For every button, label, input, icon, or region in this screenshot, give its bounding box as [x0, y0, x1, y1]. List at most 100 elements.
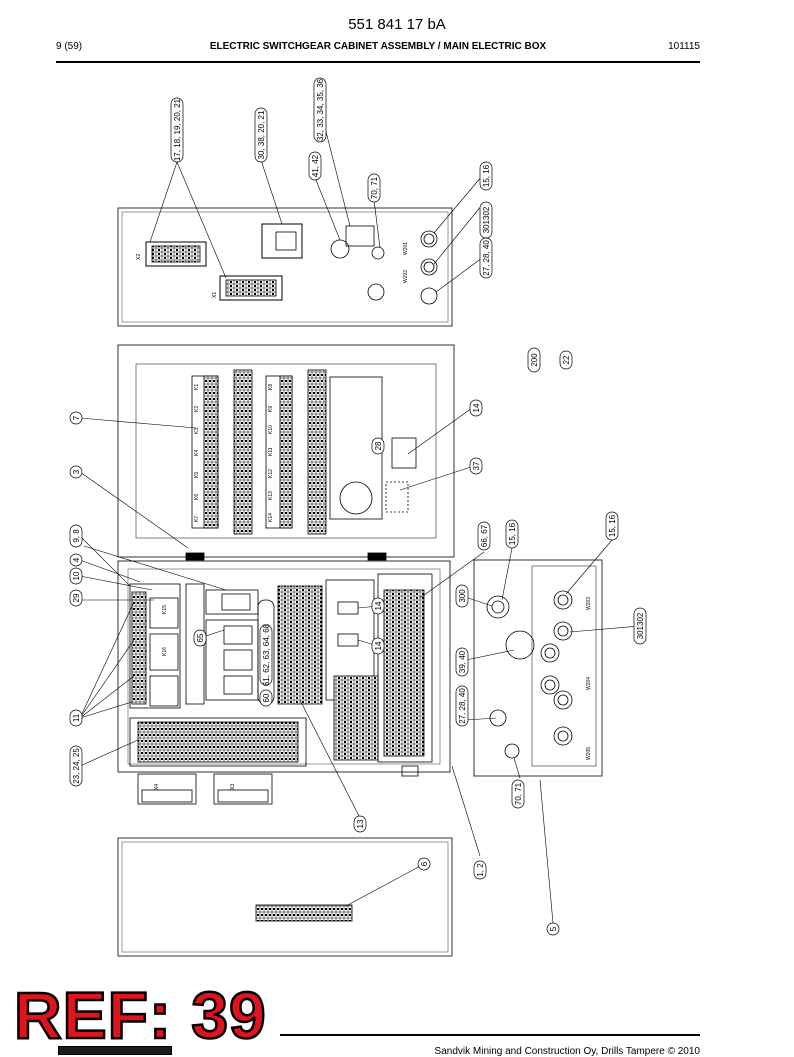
callout-22: 65 [193, 629, 207, 647]
side-panel [473, 559, 603, 777]
svg-text:70, 71: 70, 71 [514, 782, 523, 805]
svg-text:61, 62, 63, 64, 68: 61, 62, 63, 64, 68 [262, 623, 271, 686]
side-panel-labels: W203 W204 W205 [586, 597, 592, 760]
callout-37: 6 [417, 857, 431, 871]
callout-6: 15, 16 [479, 161, 493, 191]
reference-stamp: REF: 39 [13, 978, 267, 1052]
svg-text:13: 13 [356, 819, 365, 828]
label-w205: W205 [586, 747, 592, 760]
callout-19: 29 [69, 589, 83, 607]
svg-text:4: 4 [72, 557, 81, 562]
callout-26: 14 [371, 637, 385, 655]
top-view-labels: X2 X1 W201 W202 [136, 242, 409, 298]
relay-k3: K3 [194, 428, 200, 434]
callout-27: 66, 67 [477, 521, 491, 551]
svg-text:32, 33, 34, 35, 36: 32, 33, 34, 35, 36 [316, 78, 325, 141]
callout-35: 13 [353, 815, 367, 833]
page-header: 9 (59) ELECTRIC SWITCHGEAR CABINET ASSEM… [56, 41, 700, 55]
callout-25: 14 [371, 597, 385, 615]
callout-12: 14 [469, 399, 483, 417]
callout-16: 9, 8 [69, 524, 83, 548]
svg-text:37: 37 [472, 461, 481, 470]
callout-21: 23, 24, 25 [69, 745, 83, 787]
svg-text:15, 16: 15, 16 [482, 164, 491, 187]
callout-15: 37 [469, 457, 483, 475]
svg-text:39, 40: 39, 40 [458, 650, 467, 673]
svg-text:6: 6 [420, 861, 429, 866]
callout-4: 41, 42 [308, 151, 322, 181]
relay-k5: K5 [194, 472, 200, 478]
svg-text:300: 300 [458, 589, 467, 603]
svg-text:28: 28 [374, 441, 383, 450]
svg-text:301302: 301302 [482, 206, 491, 233]
svg-text:27, 28, 40: 27, 28, 40 [482, 240, 491, 276]
svg-text:15, 16: 15, 16 [608, 514, 617, 537]
callouts: 17, 18, 19, 20, 21 30, 38, 20, 21 32, 33… [69, 77, 647, 936]
relay-k14: K14 [268, 513, 274, 522]
svg-text:7: 7 [72, 415, 81, 420]
label-x1: X1 [212, 292, 218, 298]
relay-k13: K13 [268, 491, 274, 500]
footer-rule [280, 1034, 700, 1036]
relay-k1: K1 [194, 384, 200, 390]
svg-text:41, 42: 41, 42 [311, 154, 320, 177]
relay-k7: K7 [194, 516, 200, 522]
svg-text:10: 10 [72, 571, 81, 580]
leader-lines [79, 107, 641, 924]
svg-text:14: 14 [374, 641, 383, 650]
callout-7: 301302 [479, 201, 493, 239]
svg-text:14: 14 [374, 601, 383, 610]
svg-text:1, 2: 1, 2 [476, 863, 485, 877]
svg-text:65: 65 [196, 633, 205, 642]
svg-text:66, 67: 66, 67 [480, 524, 489, 547]
label-k15: K15 [162, 605, 168, 614]
callout-9: 200 [527, 347, 541, 373]
callout-33: 301302 [633, 607, 647, 645]
label-x2: X2 [136, 254, 142, 260]
company-logo [58, 1046, 172, 1055]
door-view [117, 344, 455, 561]
label-w202: W202 [403, 270, 409, 283]
svg-text:27, 28, 40: 27, 28, 40 [458, 688, 467, 724]
callout-23: 60 [259, 689, 273, 707]
label-w201: W201 [403, 242, 409, 255]
svg-text:70, 71: 70, 71 [370, 176, 379, 199]
svg-text:301302: 301302 [636, 612, 645, 639]
svg-text:17, 18, 19, 20, 21: 17, 18, 19, 20, 21 [173, 98, 182, 161]
svg-text:9, 8: 9, 8 [72, 529, 81, 543]
callout-2: 30, 38, 20, 21 [254, 107, 268, 163]
bottom-view [117, 837, 453, 957]
label-x4: X4 [154, 784, 160, 790]
svg-text:15, 16: 15, 16 [508, 522, 517, 545]
relay-k4: K4 [194, 450, 200, 456]
door-relay-labels: K1 K2 K3 K4 K5 K6 K7 K8 K9 K10 K11 K12 K… [194, 384, 274, 522]
callout-29: 300 [455, 584, 469, 608]
svg-text:200: 200 [530, 353, 539, 367]
relay-k11: K11 [268, 447, 274, 456]
document-number: 551 841 17 bA [348, 16, 446, 33]
callout-20: 11 [69, 709, 83, 727]
callout-14: 3 [69, 465, 83, 479]
page-title: ELECTRIC SWITCHGEAR CABINET ASSEMBLY / M… [209, 41, 547, 52]
svg-text:60: 60 [262, 693, 271, 702]
relay-k2: K2 [194, 406, 200, 412]
svg-text:22: 22 [562, 355, 571, 364]
callout-31: 27, 28, 40 [455, 685, 469, 727]
relay-k10: K10 [268, 425, 274, 434]
page-number: 9 (59) [56, 41, 83, 52]
callout-11: 7 [69, 411, 83, 425]
revision-date: 101115 [668, 41, 700, 52]
callout-18: 10 [69, 567, 83, 585]
svg-text:14: 14 [472, 403, 481, 412]
label-w204: W204 [586, 677, 592, 690]
svg-text:23, 24, 25: 23, 24, 25 [72, 748, 81, 784]
callout-30: 39, 40 [455, 647, 469, 677]
callout-8: 27, 28, 40 [479, 237, 493, 279]
callout-5: 70, 71 [367, 173, 381, 203]
svg-text:29: 29 [72, 593, 81, 602]
footer-copyright: Sandvik Mining and Construction Oy, Dril… [434, 1046, 700, 1057]
svg-text:30, 38, 20, 21: 30, 38, 20, 21 [257, 110, 266, 159]
callout-38: 5 [546, 922, 560, 936]
callout-3: 32, 33, 34, 35, 36 [313, 77, 327, 143]
